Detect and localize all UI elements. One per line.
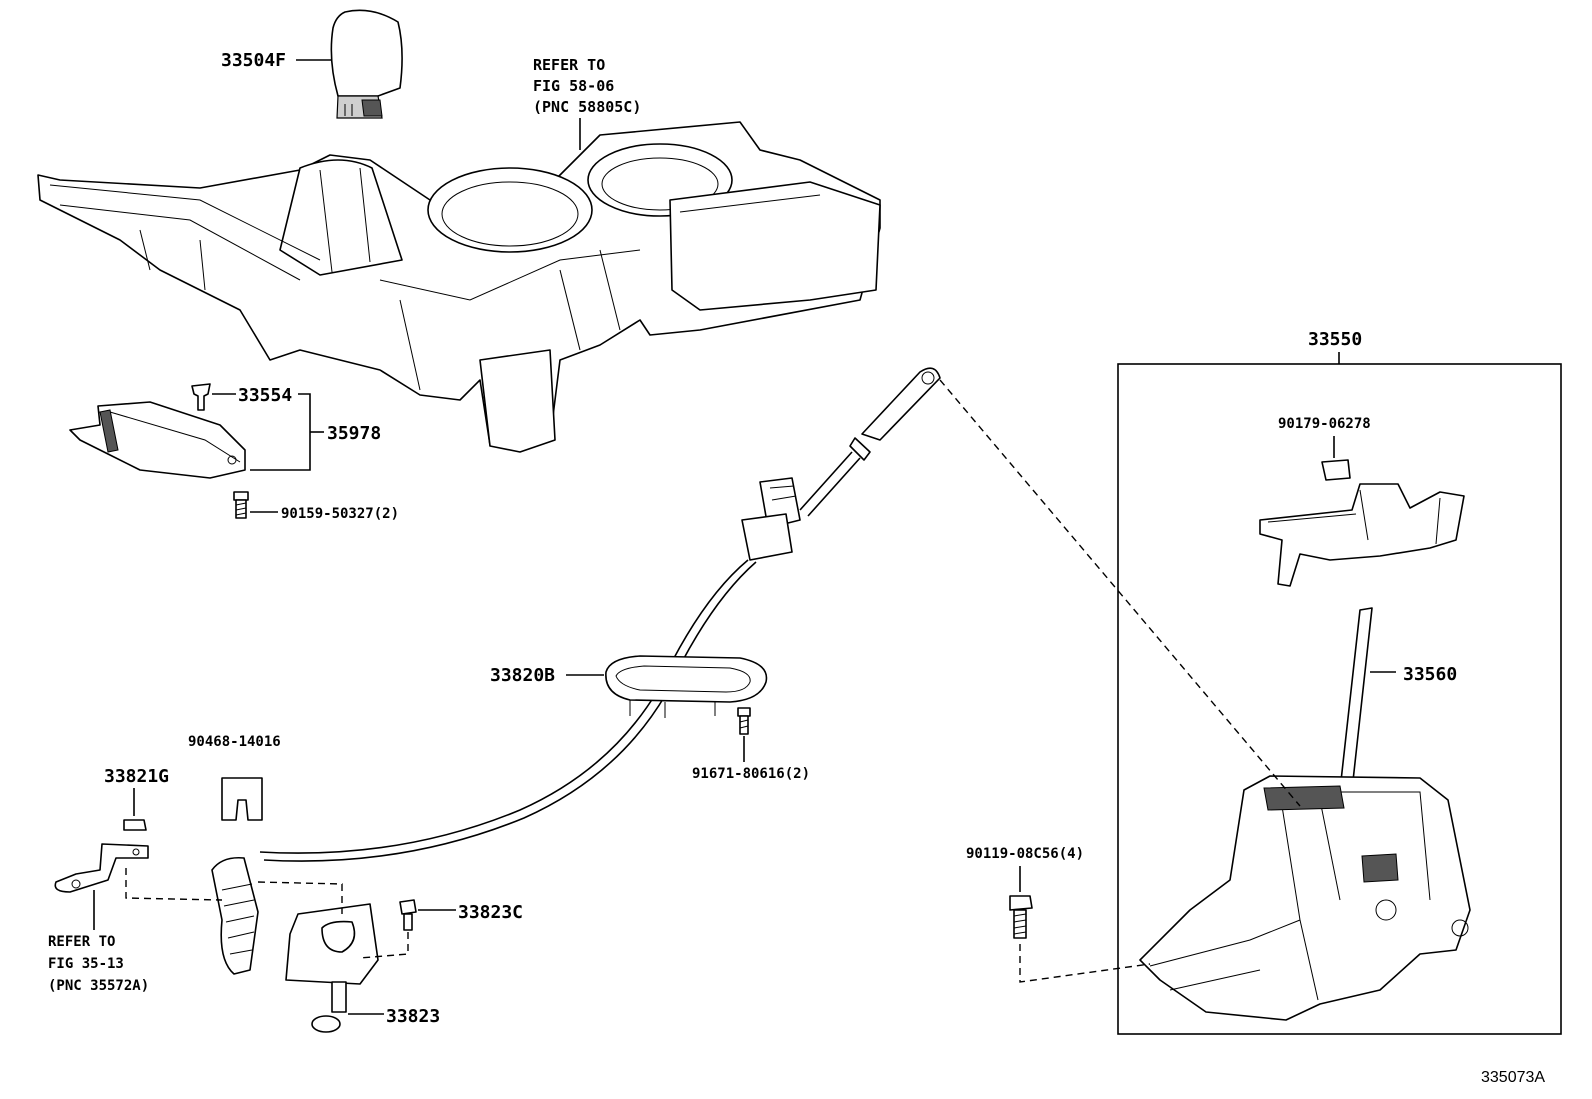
module-35978-number: 35978: [327, 423, 381, 444]
shift-lever-33560: 33560: [1339, 607, 1457, 791]
assy-33550-box: 33550: [1117, 329, 1562, 1035]
console-frame: [37, 121, 881, 453]
bolt-33823c-number: 33823C: [458, 902, 523, 923]
clip-90468: 90468-14016: [188, 734, 281, 821]
console-ref-line2: FIG 58-06: [533, 77, 614, 95]
cable-callouts: 33820B 91671-80616(2): [490, 665, 810, 782]
clip-90179-number: 90179-06278: [1278, 416, 1371, 432]
shift-knob: [330, 9, 403, 119]
console-ref-line3: (PNC 58805C): [533, 98, 641, 116]
bolt-90119: 90119-08C56(4): [966, 846, 1151, 983]
indicator-housing: [1259, 483, 1465, 587]
bracket-35572a: REFER TO FIG 35-13 (PNC 35572A): [48, 843, 149, 994]
bolt-90119-number: 90119-08C56(4): [966, 846, 1084, 862]
console-reference-note: REFER TO FIG 58-06 (PNC 58805C): [533, 56, 641, 150]
shift-base: [1139, 775, 1471, 1021]
nut-33821g-number: 33821G: [104, 766, 169, 787]
module-callouts: 33554 35978 90159-50327(2): [212, 385, 399, 522]
console-ref-line1: REFER TO: [533, 56, 605, 74]
clip-33554-number: 33554: [238, 385, 292, 406]
clip-33554: [191, 383, 211, 411]
lever-33560-number: 33560: [1403, 664, 1457, 685]
cable-bracket-dashed: [257, 881, 343, 914]
knob-callout: 33504F: [221, 50, 332, 71]
screw-90159: [233, 491, 249, 519]
clip-90179: 90179-06278: [1278, 416, 1371, 481]
bracket-dashed-leader: [125, 868, 223, 901]
bracket-33823: [285, 903, 379, 1033]
cable-to-base-dashed: [939, 379, 1301, 807]
clip-90468-number: 90468-14016: [188, 734, 281, 750]
bracket-ref-line3: (PNC 35572A): [48, 978, 149, 994]
bolt-91671: [737, 707, 751, 735]
assy-33550-number: 33550: [1308, 329, 1362, 350]
shift-cable: [211, 367, 941, 975]
bracket-33823-callout: 33823: [348, 1006, 440, 1027]
bolt-91671-number: 91671-80616(2): [692, 766, 810, 782]
cable-33820b-number: 33820B: [490, 665, 555, 686]
knob-part-number: 33504F: [221, 50, 286, 71]
screw-90159-number: 90159-50327(2): [281, 506, 399, 522]
figure-code: 335073A: [1481, 1069, 1545, 1086]
bolt-33823c: 33823C: [359, 899, 523, 959]
module-35978: [69, 401, 246, 479]
bracket-33823-number: 33823: [386, 1006, 440, 1027]
nut-33821g: 33821G: [104, 766, 169, 831]
bracket-ref-line2: FIG 35-13: [48, 956, 124, 972]
bracket-ref-line1: REFER TO: [48, 934, 115, 950]
